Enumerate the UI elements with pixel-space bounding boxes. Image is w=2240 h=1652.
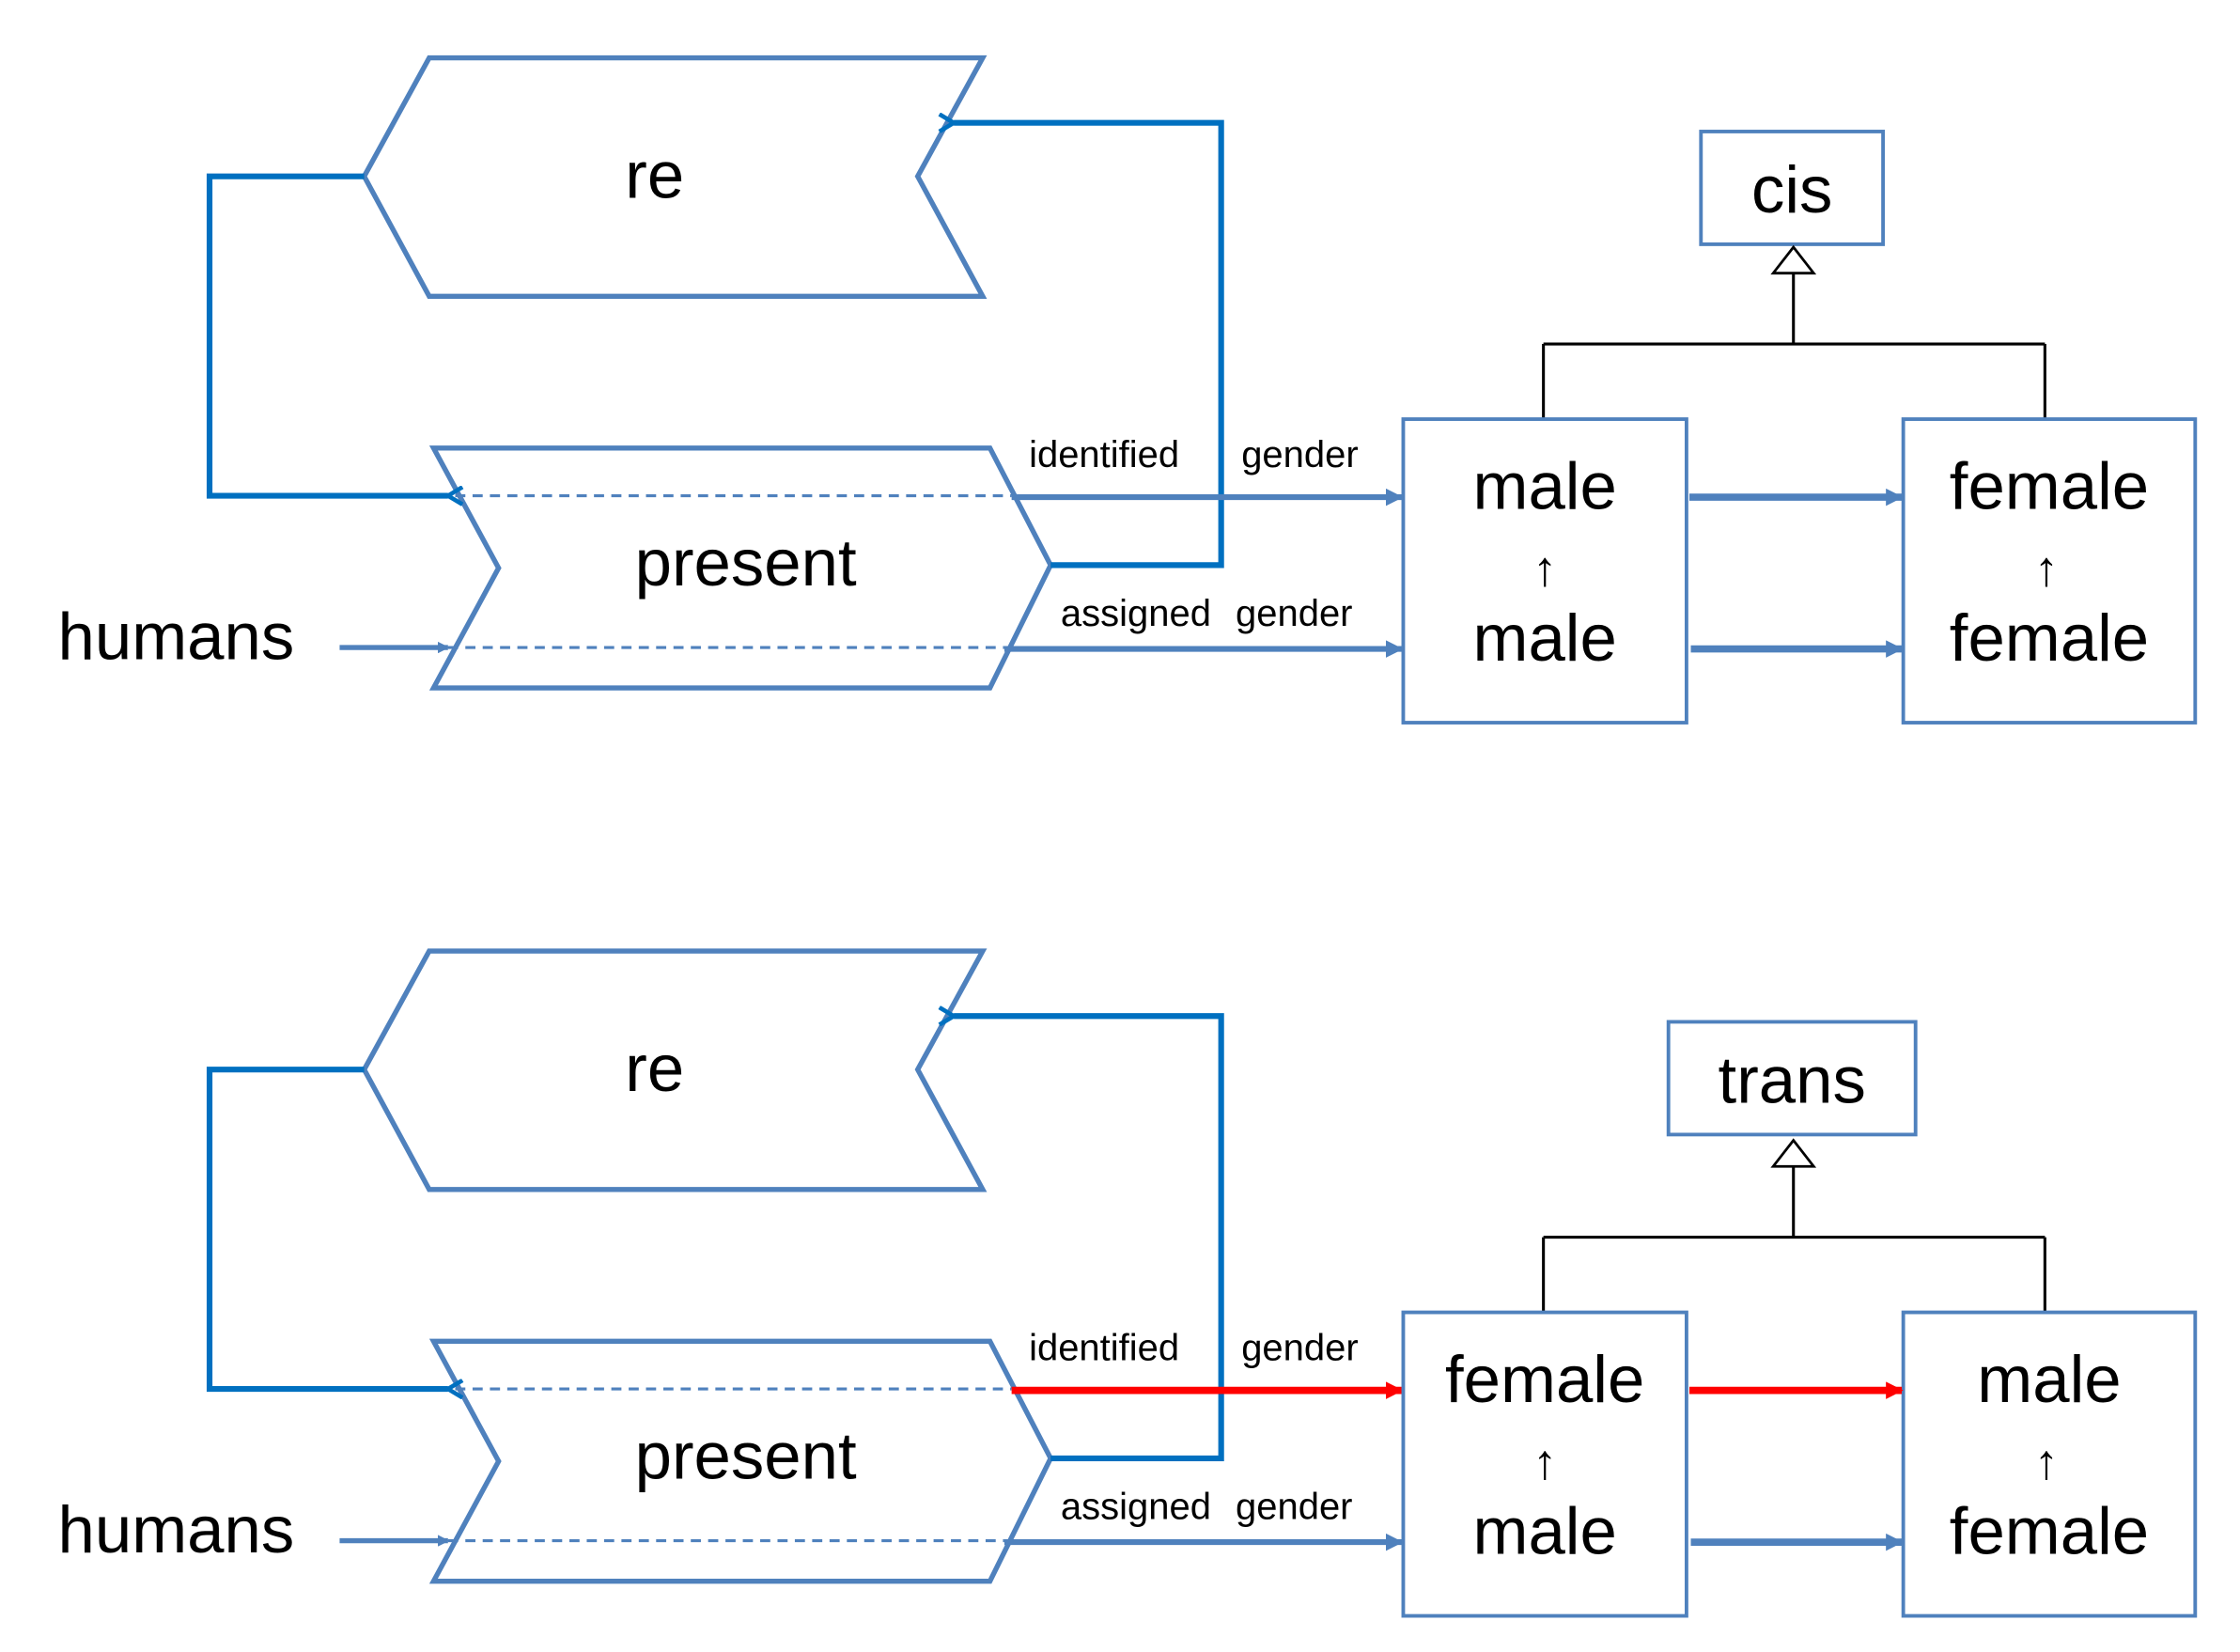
right-box-bottom: female: [1950, 1493, 2149, 1567]
assigned-label: assigned: [1061, 593, 1211, 634]
right-box-bottom: female: [1950, 600, 2149, 675]
category-box: [1666, 1020, 1918, 1137]
gender-label: gender: [1236, 593, 1352, 634]
left-gender-box: [1401, 1310, 1688, 1618]
re-to-present-connector: [206, 173, 448, 496]
present-process-shape: [428, 445, 1054, 691]
left-box-top: female: [1445, 1342, 1644, 1416]
generalization-triangle-icon: [1770, 244, 1817, 275]
right-box-top: male: [1977, 1342, 2121, 1416]
identified-label: identified: [1029, 434, 1179, 475]
left-box-bottom: male: [1473, 1493, 1617, 1567]
category-label: cis: [1751, 152, 1832, 226]
left-box-top: male: [1473, 448, 1617, 522]
generalization-triangle-icon: [1770, 1138, 1817, 1168]
identified-label: identified: [1029, 1327, 1179, 1368]
panel-trans: re present humans identified gender assigned g…: [58, 948, 2198, 1618]
re-to-present-connector: [206, 1067, 448, 1389]
left-gender-box: [1401, 417, 1688, 725]
panel-cis: re present humans identified gender assigned g…: [58, 55, 2198, 725]
left-box-up-arrow-icon: ↑: [1532, 542, 1557, 597]
left-box-bottom: male: [1473, 600, 1617, 675]
category-box: [1699, 130, 1886, 246]
gender-label: gender: [1241, 1327, 1358, 1368]
right-gender-box: [1901, 1310, 2198, 1618]
gender-label: gender: [1236, 1486, 1352, 1527]
present-to-re-connector: [954, 123, 1224, 569]
humans-label: humans: [58, 599, 295, 673]
present-label: present: [635, 525, 857, 600]
right-gender-box: [1901, 417, 2198, 725]
assigned-label: assigned: [1061, 1486, 1211, 1527]
left-box-up-arrow-icon: ↑: [1532, 1435, 1557, 1489]
re-label: re: [625, 1031, 684, 1105]
present-label: present: [635, 1418, 857, 1492]
present-to-re-connector: [954, 1016, 1224, 1461]
present-process-shape: [428, 1338, 1054, 1584]
right-box-up-arrow-icon: ↑: [2034, 1435, 2059, 1489]
category-label: trans: [1719, 1043, 1866, 1117]
right-box-top: female: [1950, 448, 2149, 522]
re-label: re: [625, 138, 684, 212]
right-box-up-arrow-icon: ↑: [2034, 542, 2059, 597]
humans-label: humans: [58, 1492, 295, 1566]
gender-label: gender: [1241, 434, 1358, 475]
